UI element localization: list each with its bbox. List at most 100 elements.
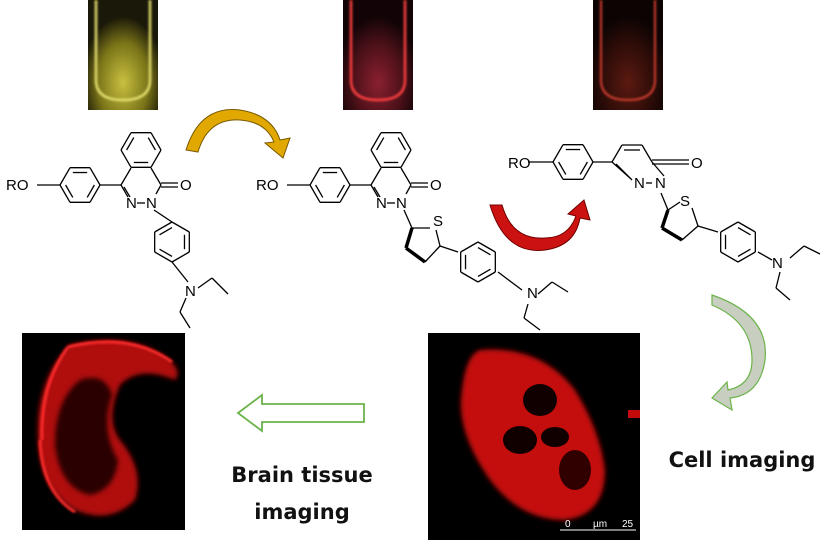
bond [373, 186, 381, 198]
bond [315, 184, 324, 198]
molecule-bonds [37, 132, 821, 331]
bond [120, 184, 129, 198]
bond [59, 167, 71, 186]
scale-unit: µm [593, 519, 607, 530]
atom-n: N [655, 175, 666, 192]
bond [435, 229, 441, 247]
bond [309, 167, 321, 186]
bond [477, 268, 491, 277]
bond [523, 317, 541, 331]
bond [641, 144, 653, 163]
bond [89, 167, 101, 186]
bond [400, 167, 412, 186]
bond [179, 311, 191, 329]
bond [126, 137, 135, 151]
atom-n-amine: N [772, 255, 783, 272]
bond [339, 167, 351, 186]
molecule-3: RO O N N S N [508, 155, 783, 272]
vial-yellow [88, 0, 158, 110]
bond [155, 184, 162, 195]
atom-s: S [433, 213, 443, 230]
bond [150, 167, 162, 186]
bond [211, 277, 229, 295]
bond [179, 297, 187, 313]
bond [120, 167, 132, 186]
bond [579, 161, 588, 175]
scale-start: 0 [565, 519, 571, 530]
bond [370, 149, 382, 168]
atom-o: O [430, 177, 442, 194]
bond [552, 144, 564, 163]
bond [757, 251, 773, 261]
atom-ro: RO [508, 155, 531, 172]
bond [86, 184, 95, 198]
bond [150, 149, 162, 168]
bond [803, 245, 821, 255]
bond [681, 225, 699, 241]
bond [582, 161, 594, 180]
red-curved-arrow [489, 199, 591, 251]
atom-n-amine: N [185, 283, 196, 300]
bond [123, 186, 131, 198]
brain-tissue-image [22, 333, 185, 530]
atom-ro: RO [6, 177, 29, 194]
atom-n: N [634, 175, 645, 192]
bond [309, 184, 321, 203]
bond [460, 241, 479, 253]
bond [59, 184, 71, 203]
bond [424, 245, 441, 263]
bond [537, 281, 553, 295]
bond [697, 225, 719, 233]
bond [159, 227, 173, 236]
bond [171, 261, 189, 283]
bond [460, 271, 479, 283]
bond [404, 227, 414, 249]
bond [65, 184, 74, 198]
vial-red [343, 0, 413, 110]
bond [154, 221, 173, 233]
bond [523, 303, 529, 319]
scale-end: 25 [622, 519, 634, 530]
bond [370, 184, 379, 198]
bond [477, 241, 496, 253]
bond [159, 248, 173, 257]
cell-imaging-label: Cell imaging [669, 448, 816, 472]
bond [397, 137, 406, 151]
bond [120, 149, 132, 168]
molecule-1: RO O N N N [6, 177, 196, 300]
bond [150, 132, 162, 151]
bond [660, 209, 670, 229]
bond [615, 163, 633, 181]
bond [89, 184, 101, 203]
bond [660, 192, 669, 211]
bond [691, 207, 699, 227]
bond [720, 251, 739, 263]
bond [403, 209, 413, 229]
gold-curved-arrow [185, 109, 291, 159]
cell-image: 0 µm 25 [428, 333, 640, 540]
bond [497, 271, 523, 291]
bond [120, 132, 132, 151]
atom-o: O [691, 155, 703, 172]
atom-n: N [126, 195, 137, 212]
gray-curved-arrow [711, 294, 766, 412]
bond [720, 221, 739, 233]
atom-o: O [180, 177, 192, 194]
green-left-arrow [236, 393, 365, 433]
bond [153, 209, 173, 223]
brain-tissue-label-line1: Brain tissue [231, 463, 372, 487]
bond [336, 184, 345, 198]
bond [737, 248, 751, 257]
bond [551, 281, 569, 293]
bond [400, 132, 412, 151]
bond [400, 149, 412, 168]
bond [737, 251, 756, 263]
atom-n: N [376, 195, 387, 212]
atom-s: S [680, 193, 690, 210]
bond [439, 245, 459, 253]
bond [370, 167, 382, 186]
bond [611, 144, 623, 163]
bond [552, 161, 564, 180]
bond [558, 161, 567, 175]
